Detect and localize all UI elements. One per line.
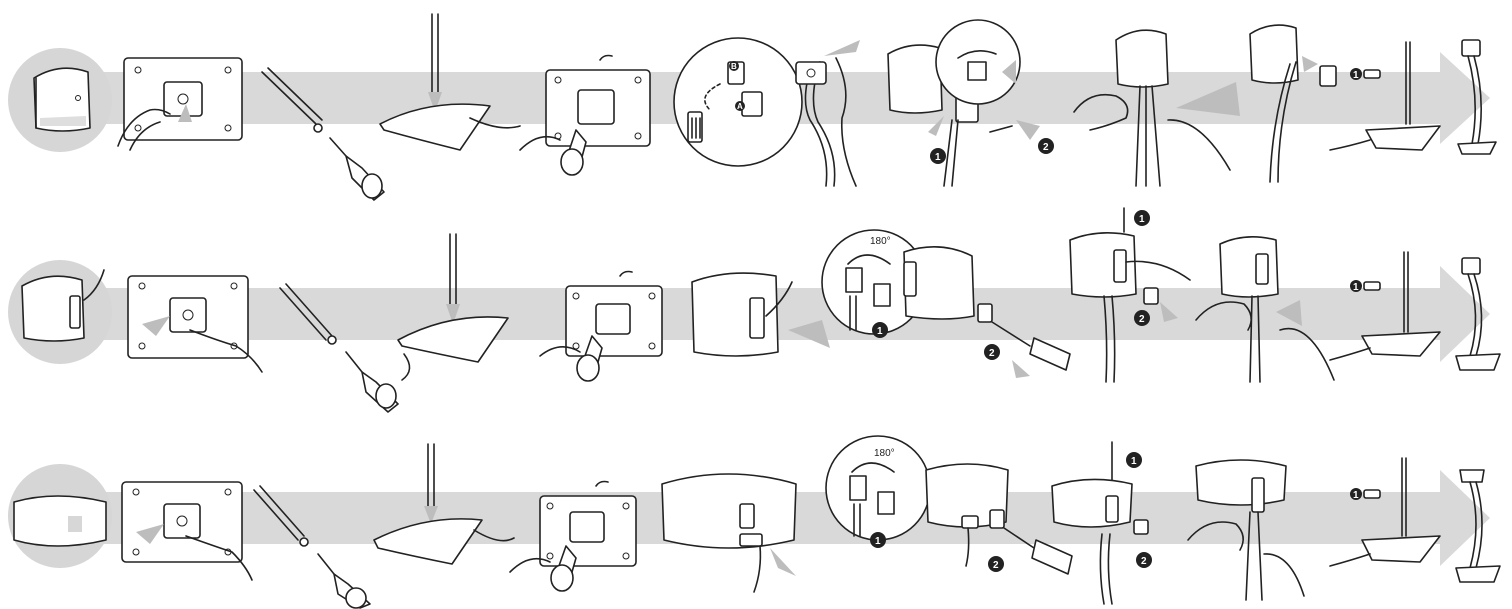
hands-threading-cable-icon-2 bbox=[1195, 236, 1335, 383]
svg-text:1: 1 bbox=[935, 152, 941, 163]
wall-plate-screwdriver-icon bbox=[519, 54, 651, 176]
callout-2: 2 bbox=[1038, 138, 1054, 154]
callout-1: 1 bbox=[930, 148, 946, 164]
screw-assembly-icon bbox=[261, 67, 385, 201]
svg-text:2: 2 bbox=[1141, 556, 1147, 567]
detail-zoom-ab-icon: B A bbox=[673, 37, 803, 167]
side-speaker-icon bbox=[21, 269, 105, 342]
callout-2-row3: 2 bbox=[988, 556, 1004, 572]
svg-text:2: 2 bbox=[1043, 142, 1049, 153]
svg-text:1: 1 bbox=[1139, 214, 1145, 225]
row-1-arrowhead bbox=[1440, 52, 1490, 144]
center-speaker-large-icon bbox=[661, 473, 797, 593]
callout-2-row2-b: 2 bbox=[1134, 310, 1150, 326]
callout-1-row2: 1 bbox=[872, 322, 888, 338]
svg-text:1: 1 bbox=[877, 326, 883, 337]
stand-base-icon-3 bbox=[373, 443, 515, 565]
wall-plate-icon bbox=[117, 57, 243, 151]
stand-pole-icon: 1 bbox=[1329, 41, 1441, 151]
hands-threading-cable-icon-3 bbox=[1187, 459, 1305, 601]
svg-text:1: 1 bbox=[1131, 456, 1137, 467]
svg-text:1: 1 bbox=[1353, 70, 1359, 81]
speaker-bracket-zoom-icon bbox=[887, 19, 1040, 187]
cable-bracket-icon bbox=[795, 40, 860, 187]
rotate-180-zoom-icon: 180° bbox=[821, 229, 975, 335]
screw-assembly-icon-3 bbox=[253, 485, 371, 609]
rotate-180-zoom-icon-3: 180° bbox=[825, 435, 1009, 567]
stand-pole-icon-3: 1 bbox=[1329, 457, 1441, 567]
assembled-stand-icon-2 bbox=[1455, 257, 1501, 371]
cube-speaker-icon bbox=[33, 67, 91, 132]
svg-text:1: 1 bbox=[875, 536, 881, 547]
label-a: A bbox=[737, 102, 743, 111]
speaker-pole-mount-icon-3: 1 bbox=[1051, 441, 1149, 605]
row-1-cube-speaker: B A bbox=[8, 13, 1497, 201]
wall-plate-icon-3 bbox=[121, 481, 253, 581]
speaker-with-cable-icon bbox=[1249, 24, 1337, 183]
assembled-stand-icon-3 bbox=[1455, 469, 1501, 583]
label-b: B bbox=[731, 62, 737, 71]
row-2-arrowhead bbox=[1440, 266, 1490, 362]
stand-pole-icon-2: 1 bbox=[1329, 251, 1441, 361]
assembled-stand-icon bbox=[1457, 39, 1497, 155]
hands-threading-cable-icon bbox=[1073, 29, 1240, 187]
speaker-pole-mount-icon: 1 bbox=[1069, 207, 1191, 383]
screw-assembly-icon-2 bbox=[279, 283, 399, 413]
svg-text:2: 2 bbox=[1139, 314, 1145, 325]
side-speaker-large-icon bbox=[691, 272, 830, 357]
callout-2-row2: 2 bbox=[984, 344, 1000, 360]
rotate-label: 180° bbox=[870, 236, 891, 247]
row-3-center-channel-speaker: 180° 1 2 1 bbox=[8, 435, 1501, 609]
wall-plate-screwdriver-icon-3 bbox=[509, 480, 637, 592]
stand-base-icon bbox=[379, 13, 521, 151]
row-3-arrowhead bbox=[1440, 470, 1490, 566]
svg-text:2: 2 bbox=[989, 348, 995, 359]
wall-plate-icon-2 bbox=[127, 275, 263, 373]
stand-base-icon-2 bbox=[397, 233, 509, 381]
center-speaker-icon bbox=[13, 495, 107, 547]
callout-1-row3: 1 bbox=[870, 532, 886, 548]
screwdriver-row2-icon bbox=[977, 303, 1071, 378]
svg-text:1: 1 bbox=[1353, 282, 1359, 293]
svg-text:2: 2 bbox=[993, 560, 999, 571]
rotate-label-3: 180° bbox=[874, 448, 895, 459]
svg-text:1: 1 bbox=[1353, 490, 1359, 501]
wall-plate-screwdriver-icon-2 bbox=[539, 270, 663, 382]
callout-2-row3-b: 2 bbox=[1136, 552, 1152, 568]
row-2-side-mount-speaker: 180° 1 2 1 bbox=[8, 207, 1501, 413]
screwdriver-row3-icon bbox=[989, 509, 1073, 575]
